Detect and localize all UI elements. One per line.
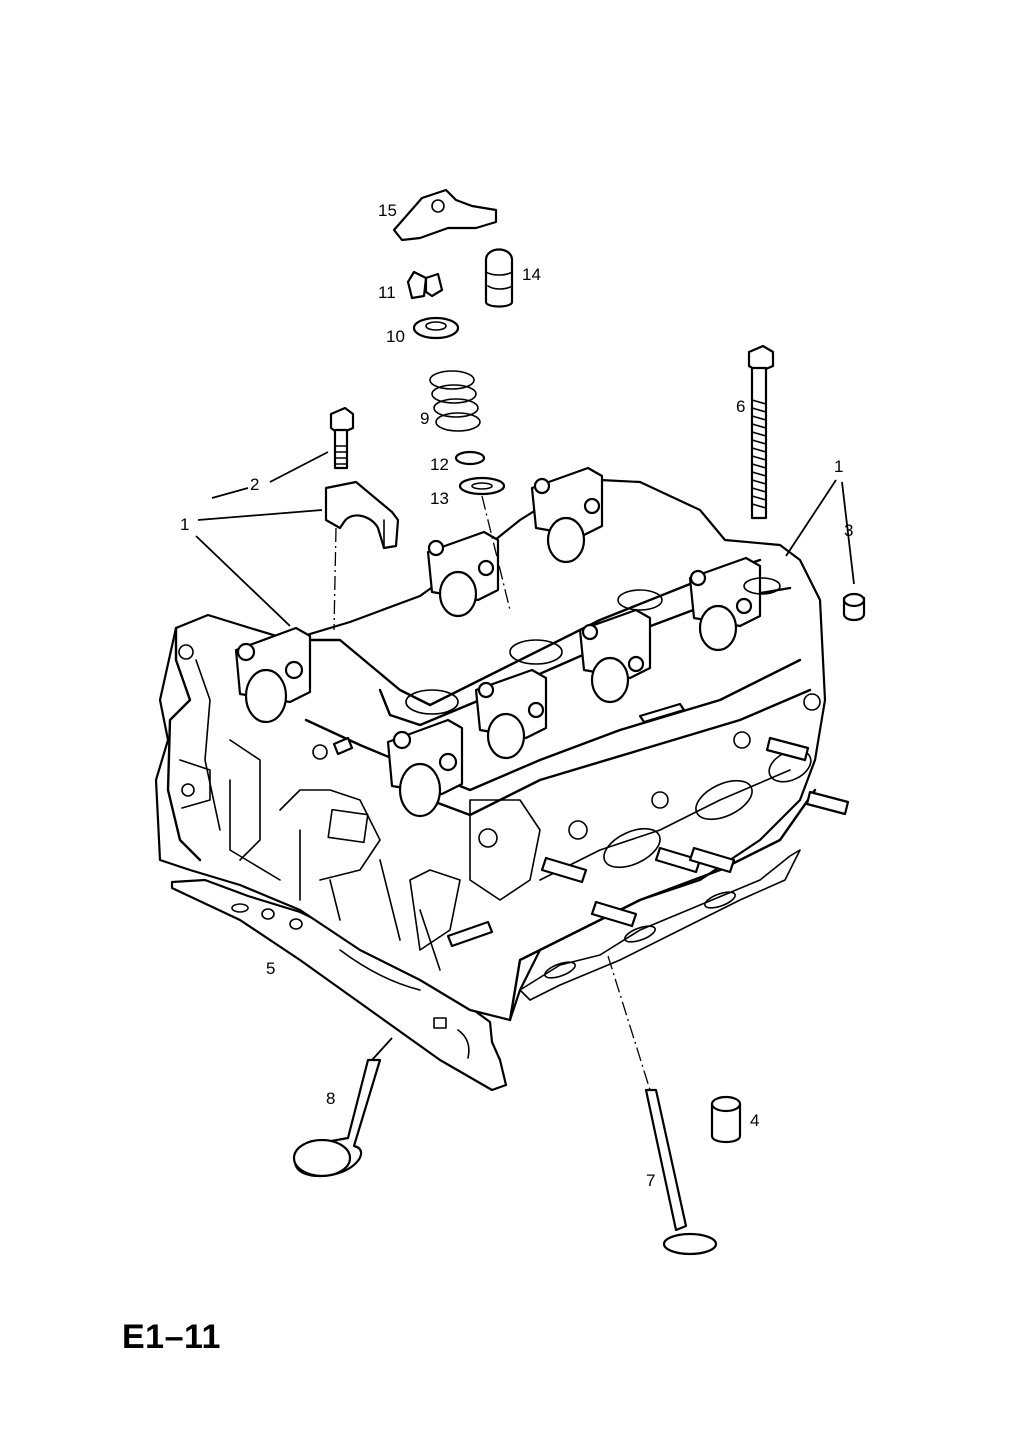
head-gasket xyxy=(170,878,508,1092)
callout-9: 9 xyxy=(420,409,429,428)
callout-5: 5 xyxy=(266,959,275,978)
callout-14: 14 xyxy=(522,265,541,284)
leader-lines xyxy=(195,451,855,1091)
cylinder-head-bolt xyxy=(747,344,775,520)
callout-2: 2 xyxy=(250,475,259,494)
dowel-sleeve xyxy=(710,1095,742,1144)
spring-seat-washer xyxy=(458,476,506,496)
valve-stem-seal xyxy=(454,450,486,466)
sealing-plug xyxy=(842,592,866,622)
diagram-code: E1–11 xyxy=(122,1318,221,1356)
callout-8: 8 xyxy=(326,1089,335,1108)
spring-retainer xyxy=(412,316,460,340)
callout-15: 15 xyxy=(378,201,397,220)
camshaft-bearing-cap xyxy=(324,480,400,550)
callout-1b: 1 xyxy=(834,457,843,476)
hydraulic-lifter xyxy=(484,248,514,308)
callout-10: 10 xyxy=(386,327,405,346)
valve-spring xyxy=(429,370,481,432)
callout-3: 3 xyxy=(844,521,853,540)
exhaust-valve xyxy=(644,1088,718,1256)
callout-12: 12 xyxy=(430,455,449,474)
callout-11: 11 xyxy=(378,283,396,302)
callout-4: 4 xyxy=(750,1111,759,1130)
callout-7: 7 xyxy=(646,1171,655,1190)
callout-labels: 1 1 2 3 4 5 6 7 8 9 10 11 12 13 14 15 xyxy=(180,201,853,1190)
rocker-arm xyxy=(392,188,498,242)
intake-valve xyxy=(292,1058,382,1178)
valve-collets xyxy=(406,270,444,300)
cylinder-head xyxy=(154,466,850,1022)
exhaust-studs xyxy=(446,736,850,948)
installed-bearing-caps xyxy=(234,466,762,818)
callout-13: 13 xyxy=(430,489,449,508)
bearing-cap-bolt xyxy=(329,406,355,470)
callout-6: 6 xyxy=(736,397,745,416)
callout-1a: 1 xyxy=(180,515,189,534)
